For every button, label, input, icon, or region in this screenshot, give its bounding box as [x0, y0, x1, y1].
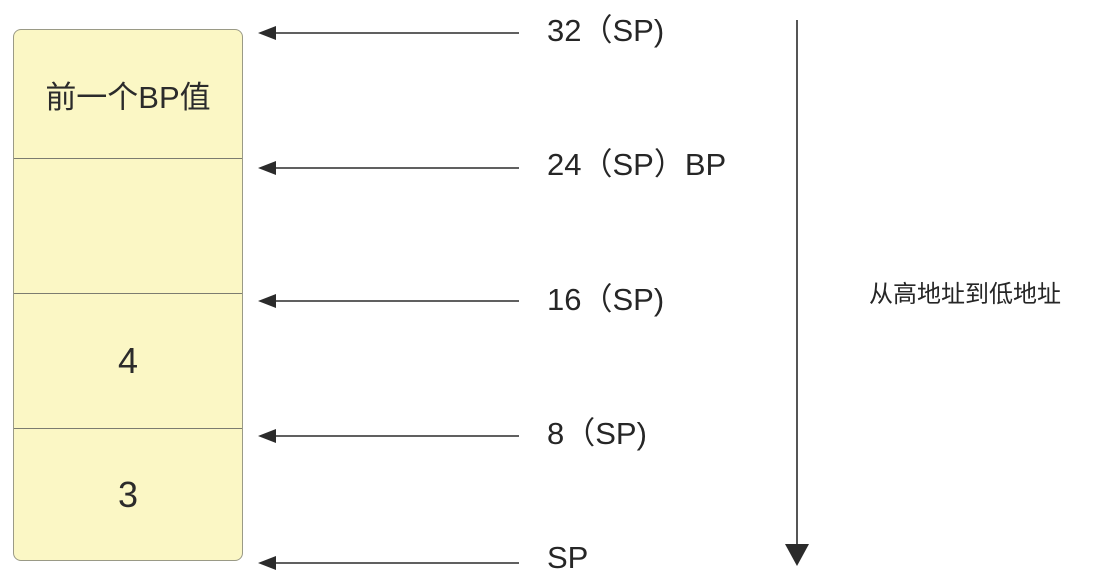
- pointer-label-sp: SP: [547, 540, 589, 575]
- stack-divider: [14, 428, 242, 429]
- stack-divider: [14, 293, 242, 294]
- stack-divider: [14, 158, 242, 159]
- pointer-arrow-32: [258, 26, 519, 40]
- pointer-arrow-8: [258, 429, 519, 443]
- pointer-label-16-sp: 16（SP): [547, 282, 665, 317]
- pointer-label-8-sp: 8（SP): [547, 416, 647, 451]
- direction-arrow-down: [785, 20, 809, 566]
- stack-cell-value-3: 3: [117, 474, 139, 515]
- direction-label: 从高地址到低地址: [869, 281, 1061, 308]
- stack-cell-previous-bp: 前一个BP值: [45, 79, 211, 115]
- stack-cell-value-4: 4: [117, 339, 139, 381]
- pointer-arrow-sp: [258, 556, 519, 570]
- pointer-label-32-sp: 32（SP): [547, 13, 665, 48]
- stack-memory-block: 前一个BP值 4 3: [13, 29, 243, 561]
- pointer-arrow-24: [258, 161, 519, 175]
- pointer-arrow-16: [258, 294, 519, 308]
- pointer-label-24-sp-bp: 24（SP）BP: [547, 147, 727, 182]
